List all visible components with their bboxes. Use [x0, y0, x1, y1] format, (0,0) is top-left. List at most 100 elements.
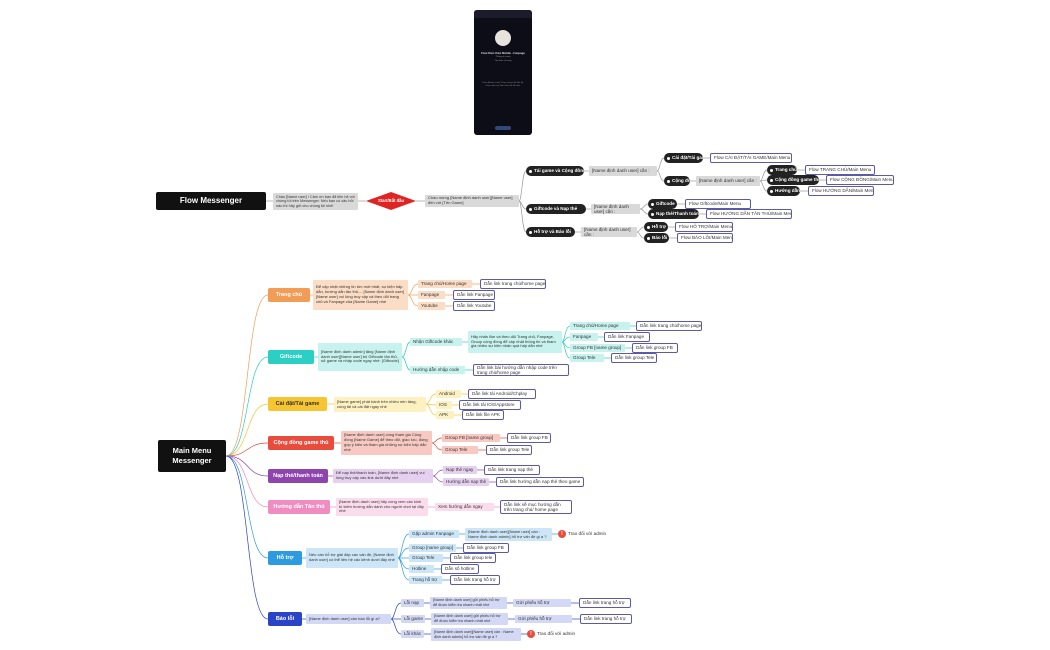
community-description: [Name định danh user] cùng tham gia Cộng…: [341, 431, 432, 455]
support-item-admin[interactable]: Gặp admin Fanpage: [409, 530, 459, 538]
install-item-android[interactable]: Android: [436, 390, 461, 398]
menu-topup-payment[interactable]: Nạp thẻ/thanh toán: [268, 469, 328, 483]
support-link-group-fb[interactable]: Dẫn link group FB: [463, 543, 509, 553]
support-link-hotline[interactable]: Dẫn số hotline: [441, 564, 479, 574]
bug-item-game[interactable]: Lỗi game: [401, 615, 425, 623]
link-support-flow[interactable]: Flow HỖ TRỢ/Main Menu: [675, 222, 733, 232]
homepage-item-home[interactable]: Trang chủ/Home page: [418, 280, 472, 288]
newbie-link-view[interactable]: Dẫn link về mục hướng dẫn trên trang chủ…: [500, 500, 572, 514]
bug-description: [Name định danh user] cần báo lỗi gì ạ?: [306, 614, 391, 624]
phone-message: Chào [Name user]! Cảm ơn bạn đã liên hệ.…: [482, 82, 524, 87]
community-link-group-tele[interactable]: Dẫn link group Tele: [486, 445, 532, 455]
support-link-page[interactable]: Dẫn link trang hỗ trợ: [450, 575, 500, 585]
topup-item-guide[interactable]: Hướng dẫn nạp thẻ: [443, 478, 489, 486]
giftcode-item-more[interactable]: Nhận Giftcode khác: [410, 338, 462, 346]
topup-description: Để nạp thẻ/thanh toán, [Name định danh u…: [333, 469, 433, 483]
link-newbie-flow[interactable]: Flow HƯỚNG DẪN TÂN THỦ/Main Menu: [706, 209, 792, 219]
giftcode-item-home[interactable]: Trang chủ/Home page: [570, 322, 630, 330]
giftcode-item-group-fb[interactable]: Group FB [name group]: [570, 344, 625, 352]
bug-item-topup[interactable]: Lỗi nạp: [401, 599, 424, 607]
bug-item-other[interactable]: Lỗi khác: [401, 630, 424, 638]
bug-game-send-ticket[interactable]: Gửi phiếu hỗ trợ: [515, 615, 572, 623]
support-admin-chat-icon: !: [558, 530, 566, 538]
menu-bug-report[interactable]: Báo lỗi: [268, 612, 302, 626]
homepage-link-youtube[interactable]: Dẫn link Youtube: [453, 301, 495, 311]
menu-giftcode[interactable]: Giftcode: [268, 350, 314, 364]
option-bug-report[interactable]: Báo lỗi: [644, 233, 669, 243]
giftcode-topup-message: [Name định danh user] cần :: [591, 204, 640, 214]
bug-topup-link[interactable]: Dẫn link trang hỗ trợ: [579, 598, 631, 608]
giftcode-item-group-tele[interactable]: Group Tele: [570, 354, 604, 362]
homepage-item-fanpage[interactable]: Fanpage: [418, 291, 445, 299]
option-support[interactable]: Hỗ trợ: [644, 222, 668, 232]
option-giftcode[interactable]: Giftcode: [648, 199, 677, 209]
install-description: [Name game] phát hành trên nhiều nền tản…: [334, 397, 426, 412]
bug-admin-chat[interactable]: Trao đổi với admin: [537, 631, 576, 637]
link-community-flow[interactable]: Flow CỘNG ĐỒNG/Main Menu: [826, 175, 894, 185]
menu-newbie-guide[interactable]: Hướng dẫn Tân thủ: [268, 500, 330, 514]
support-admin-chat[interactable]: Trao đổi với admin: [568, 531, 607, 537]
welcome-message: Chào mừng [Name định danh user][Name use…: [425, 195, 519, 207]
option-gamer-community[interactable]: Cộng đồng game thủ: [767, 175, 819, 185]
phone-get-started-button[interactable]: [495, 126, 511, 130]
newbie-item-view[interactable]: Xem hướng dẫn ngay: [435, 503, 494, 511]
community-item-group-fb[interactable]: Group FB [name group]: [442, 434, 500, 442]
branch-download-community[interactable]: Tải game và Cộng đồng: [526, 166, 584, 176]
support-item-group-tele[interactable]: Group Tele: [409, 554, 443, 562]
support-item-hotline[interactable]: Hotline: [409, 565, 434, 573]
option-community[interactable]: Cộng đồng: [664, 176, 690, 186]
link-guide-flow[interactable]: Flow HƯỚNG DẪN/Main Menu: [808, 186, 874, 196]
install-link-ios[interactable]: Dẫn link tải IOS/Appstore: [459, 400, 521, 410]
community-link-group-fb[interactable]: Dẫn link group FB: [507, 433, 551, 443]
bug-other-message: [Name định danh user][Name user] cần : N…: [431, 628, 521, 641]
homepage-link-home[interactable]: Dẫn link trang chủ/home page: [480, 279, 546, 289]
giftcode-link-fanpage[interactable]: Dẫn link Fanpage: [604, 332, 650, 342]
giftcode-link-group-fb[interactable]: Dẫn link group FB: [632, 343, 678, 353]
main-menu-root: Main Menu Messenger: [158, 440, 226, 472]
topup-link-now[interactable]: Dẫn link trang nạp thẻ: [484, 465, 540, 475]
support-item-page[interactable]: Trang hỗ trợ: [409, 576, 442, 584]
community-message: [Name định danh user] cần :: [696, 176, 760, 186]
support-link-group-tele[interactable]: Dẫn link group tele: [450, 553, 496, 563]
giftcode-more-description: Hãy nhấn like và theo dõi Trang chủ, Fan…: [468, 331, 562, 353]
branch-giftcode-topup[interactable]: Giftcode và Nạp thẻ: [526, 204, 586, 214]
install-item-apk[interactable]: APK: [436, 411, 454, 419]
menu-homepage[interactable]: Trang chủ: [268, 288, 310, 302]
giftcode-item-guide[interactable]: Hướng dẫn nhập code: [410, 366, 465, 374]
giftcode-link-home[interactable]: Dẫn link trang chủ/home page: [636, 321, 702, 331]
giftcode-link-guide[interactable]: Dẫn link bài hướng dẫn nhập code trên tr…: [473, 364, 569, 376]
option-install-game[interactable]: Cài đặt/Tải game: [664, 153, 703, 163]
install-item-ios[interactable]: IOS: [436, 401, 452, 409]
option-homepage[interactable]: Trang chủ: [767, 165, 797, 175]
link-giftcode-flow[interactable]: Flow Giftcode/Main Menu: [685, 199, 751, 209]
menu-gamer-community[interactable]: Cộng đồng game thủ: [268, 436, 334, 450]
bug-topup-message: [Name định danh user] gửi phiếu hỗ trợ đ…: [430, 597, 507, 609]
topup-link-guide[interactable]: Dẫn link hướng dẫn nạp thẻ theo game: [496, 477, 584, 487]
community-item-group-tele[interactable]: Group Tele: [442, 446, 478, 454]
start-diamond-shape: [366, 192, 416, 210]
link-install-flow[interactable]: Flow CÀI ĐẶT/TẢI GAME/Main Menu: [710, 153, 792, 163]
bug-topup-send-ticket[interactable]: Gửi phiếu hỗ trợ: [513, 599, 571, 607]
giftcode-item-fanpage[interactable]: Fanpage: [570, 333, 598, 341]
option-guide[interactable]: Hướng dẫn: [767, 186, 800, 196]
bug-game-message: [Name định danh user] gửi phiếu hỗ trợ đ…: [431, 613, 508, 625]
branch-support-bug[interactable]: Hỗ trợ và Báo lỗi: [526, 227, 575, 237]
link-bug-flow[interactable]: Flow BÁO LỖI/Main Menu: [677, 233, 733, 243]
support-item-group-fb[interactable]: Group [name group]: [409, 544, 456, 552]
topup-item-now[interactable]: Nạp thẻ ngay: [443, 466, 477, 474]
homepage-item-youtube[interactable]: Youtube: [418, 302, 445, 310]
menu-support[interactable]: Hỗ trợ: [268, 551, 302, 565]
homepage-description: Để cập nhật những tin tức mới nhất, sự k…: [313, 280, 408, 310]
install-link-apk[interactable]: Dẫn link file APK: [462, 410, 504, 420]
support-description: Nếu cần hỗ trợ giải đáp các vấn đề, [Nam…: [306, 548, 398, 568]
newbie-description: [Name định danh user] hãy cùng xem các k…: [336, 498, 428, 516]
homepage-link-fanpage[interactable]: Dẫn link Fanpage: [453, 290, 495, 300]
option-topup-payment[interactable]: Nạp thẻ/Thanh toán: [648, 209, 699, 219]
start-button[interactable]: Start/Bắt đầu: [377, 198, 405, 204]
giftcode-link-group-tele[interactable]: Dẫn link group Tele: [611, 353, 657, 363]
bug-game-link[interactable]: Dẫn link trang hỗ trợ: [580, 614, 632, 624]
install-link-android[interactable]: Dẫn link tải Android/Chplay: [468, 389, 536, 399]
menu-install-game[interactable]: Cài đặt/Tải game: [268, 397, 327, 411]
link-homepage-flow[interactable]: Flow TRANG CHỦ/Main Menu: [805, 165, 875, 175]
